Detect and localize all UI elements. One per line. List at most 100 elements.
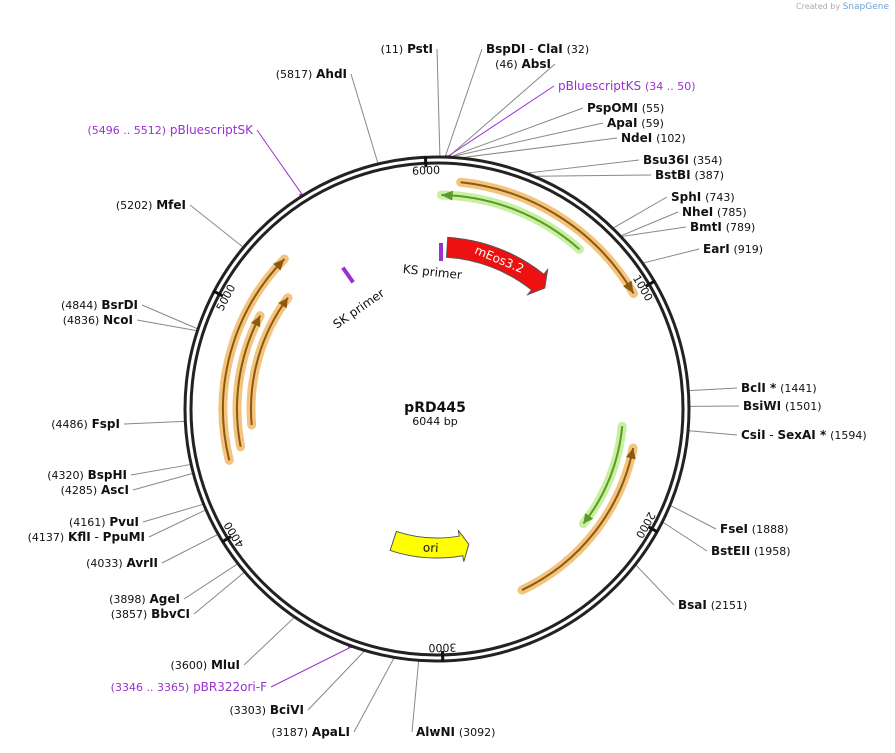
site-location: (1888)	[752, 523, 789, 536]
site-name: BclI *	[741, 381, 777, 395]
leader-line	[635, 564, 675, 606]
site-label: (4844) BsrDI	[61, 298, 138, 312]
site-name-2: SexAI *	[778, 428, 827, 442]
site-name-2: ClaI	[537, 42, 562, 56]
credit: Created by SnapGene	[796, 2, 889, 12]
site-location: (1501)	[785, 400, 822, 413]
site-label: (3898) AgeI	[109, 592, 180, 606]
site-label: PspOMI (55)	[587, 101, 664, 115]
site-name: pBR322ori-F	[193, 680, 267, 694]
snapgene-logo: SnapGene	[842, 2, 889, 12]
site-separator: -	[91, 530, 103, 544]
site-label: EarI (919)	[703, 242, 763, 256]
site-name: AgeI	[150, 592, 180, 606]
leader-line	[141, 304, 198, 330]
site-location: (4033)	[86, 557, 123, 570]
site-name: ApaLI	[312, 725, 350, 739]
feature-meos-arrow	[445, 236, 549, 296]
site-label: Bsu36I (354)	[643, 153, 722, 167]
leader-line	[444, 48, 483, 157]
site-name: BsaI	[678, 598, 707, 612]
site-label: (4285) AscI	[61, 483, 129, 497]
site-label: NheI (785)	[682, 205, 747, 219]
leader-line	[183, 563, 238, 600]
primer-label: KS primer	[402, 262, 462, 282]
plasmid-backbone	[183, 155, 691, 663]
orf-arrow	[250, 297, 289, 426]
leader-line	[621, 211, 679, 237]
site-label: (3600) MluI	[171, 658, 240, 672]
site-location: (2151)	[711, 599, 748, 612]
tick-mark	[423, 156, 428, 168]
site-name: pBluescriptSK	[170, 123, 254, 137]
leader-line	[463, 137, 618, 158]
site-location: (3092)	[459, 726, 496, 739]
site-name: BbvCI	[151, 607, 190, 621]
plasmid-name: pRD445	[404, 400, 466, 416]
site-name: PspOMI	[587, 101, 638, 115]
site-name: NcoI	[103, 313, 133, 327]
site-location: (4836)	[63, 314, 100, 327]
site-name: BspHI	[88, 468, 127, 482]
site-label: (4137) KflI - PpuMI	[28, 530, 145, 544]
site-label: BspDI - ClaI (32)	[486, 42, 589, 56]
site-label: (5202) MfeI	[116, 198, 186, 212]
site-location: (5202)	[116, 199, 153, 212]
site-name: MluI	[211, 658, 240, 672]
site-label: (3303) BciVI	[229, 703, 304, 717]
site-name: BstBI	[655, 168, 691, 182]
orf-arrow	[521, 447, 635, 591]
site-name: SphI	[671, 190, 701, 204]
site-location: (3303)	[229, 704, 266, 717]
leader-line	[452, 122, 604, 157]
site-location: (5817)	[276, 68, 313, 81]
site-location: (354)	[693, 154, 723, 167]
orf-arrowhead	[278, 297, 288, 309]
site-name: BstEII	[711, 544, 750, 558]
site-leader-lines	[123, 48, 740, 733]
orf-arrowhead	[626, 448, 636, 460]
leader-line	[256, 129, 303, 196]
site-label: BmtI (789)	[690, 220, 755, 234]
orf-arrow	[222, 258, 286, 461]
leader-line	[451, 107, 584, 157]
site-location: (32)	[567, 43, 590, 56]
site-label: BclI * (1441)	[741, 381, 817, 395]
site-label: (3346 .. 3365) pBR322ori-F	[111, 680, 267, 694]
site-location: (4161)	[69, 516, 106, 529]
orf-arrow	[441, 194, 581, 250]
site-label: (5496 .. 5512) pBluescriptSK	[88, 123, 255, 137]
site-label: (4033) AvrII	[86, 556, 158, 570]
site-name: MfeI	[156, 198, 186, 212]
credit-prefix: Created by	[796, 2, 841, 11]
leader-line	[148, 509, 206, 538]
site-location: (4320)	[47, 469, 84, 482]
site-location: (4137)	[28, 531, 65, 544]
site-label: CsiI - SexAI * (1594)	[741, 428, 867, 442]
tick-label: 3000	[428, 641, 456, 655]
tick-mark	[212, 289, 224, 298]
leader-line	[307, 650, 365, 711]
leader-line	[621, 226, 687, 237]
orf-arrowhead	[583, 513, 594, 524]
orf-glow	[578, 421, 627, 529]
site-location: (743)	[705, 191, 735, 204]
site-label: (4161) PvuI	[69, 515, 139, 529]
tick-mark	[644, 279, 656, 288]
leader-line	[447, 85, 555, 157]
site-location: (59)	[641, 117, 664, 130]
leader-line	[161, 534, 218, 564]
leader-line	[689, 430, 738, 436]
site-name-2: PpuMI	[103, 530, 145, 544]
site-location: (34 .. 50)	[645, 80, 696, 93]
leader-line	[136, 319, 197, 332]
leader-line	[689, 387, 738, 392]
leader-line	[123, 420, 185, 425]
site-name: BsiWI	[743, 399, 781, 413]
site-label: (46) AbsI	[495, 57, 551, 71]
leader-line	[643, 248, 700, 264]
site-label: BstBI (387)	[655, 168, 724, 182]
site-label: NdeI (102)	[621, 131, 686, 145]
site-label: (3857) BbvCI	[111, 607, 190, 621]
